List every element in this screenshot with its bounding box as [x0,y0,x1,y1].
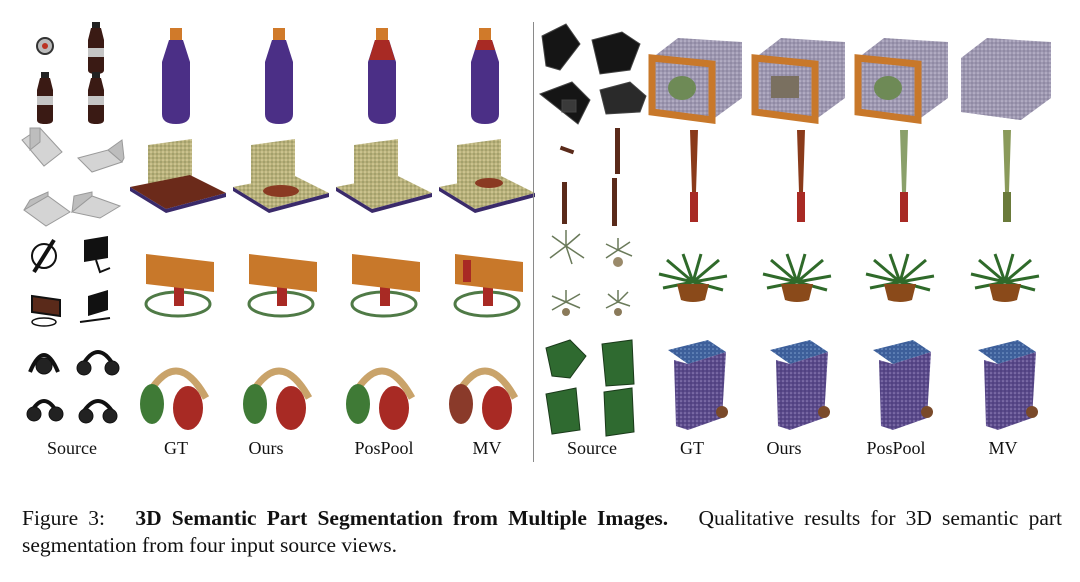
column-label-gt-left: GT [164,438,188,458]
figure-caption: Figure 3: 3D Semantic Part Segmentation … [22,505,1062,559]
column-label-source-right: Source [567,438,617,458]
caption-text: Qualitative results for 3D semantic part… [22,506,1063,557]
knife-source-views [559,128,620,226]
microwave-pospool [854,38,948,124]
microwave-source-views [538,23,647,125]
knife-gt [690,130,698,222]
trash-can-ours [770,340,830,430]
column-label-pospool-left: PosPool [354,438,414,458]
microwave-ours [751,38,845,124]
display-pospool [350,254,420,318]
caption-label: Figure 3: [22,506,126,530]
knife-pospool [900,130,908,222]
microwave-gt [648,38,742,124]
microwave-mv [961,38,1051,120]
bed-pospool [336,139,432,213]
bottle-pospool [368,28,396,124]
plant-source-views [549,230,633,316]
knife-mv [1003,130,1011,222]
figure-3: Source GT Ours PosPool MV Source GT Ours… [21,22,1051,462]
column-label-pospool-right: PosPool [866,438,926,458]
column-label-gt-right: GT [680,438,704,458]
trash-can-mv [978,340,1038,430]
plant-pospool [865,253,935,302]
bottle-source-views [36,22,104,124]
column-label-ours-left: Ours [248,438,284,458]
trash-can-pospool [873,340,933,430]
panel-divider [533,22,534,462]
bed-ours [233,139,329,213]
headphone-source-views [26,350,120,424]
trash-can-source-views [545,339,635,437]
trash-can-gt [668,340,728,430]
column-label-ours-right: Ours [766,438,802,458]
plant-mv [970,253,1040,302]
bed-gt [130,139,226,213]
figure-canvas [21,22,1051,437]
plant-ours [762,253,832,302]
headphones-gt [140,367,210,430]
knife-ours [797,130,805,222]
column-label-mv-right: MV [988,438,1018,458]
plant-gt [658,253,728,302]
bed-mv [439,139,535,213]
caption-title: 3D Semantic Part Segmentation from Multi… [135,506,689,530]
column-label-source-left: Source [47,438,97,458]
display-ours [247,254,317,318]
bed-source-views [21,127,125,227]
bottle-gt [162,28,190,124]
bottle-ours [265,28,293,124]
bottle-mv [471,28,499,124]
headphones-ours [243,367,313,430]
display-gt [144,254,214,318]
column-label-mv-left: MV [472,438,502,458]
headphones-mv [449,367,519,430]
display-mv [453,254,523,318]
headphones-pospool [346,367,416,430]
display-source-views [31,236,111,327]
